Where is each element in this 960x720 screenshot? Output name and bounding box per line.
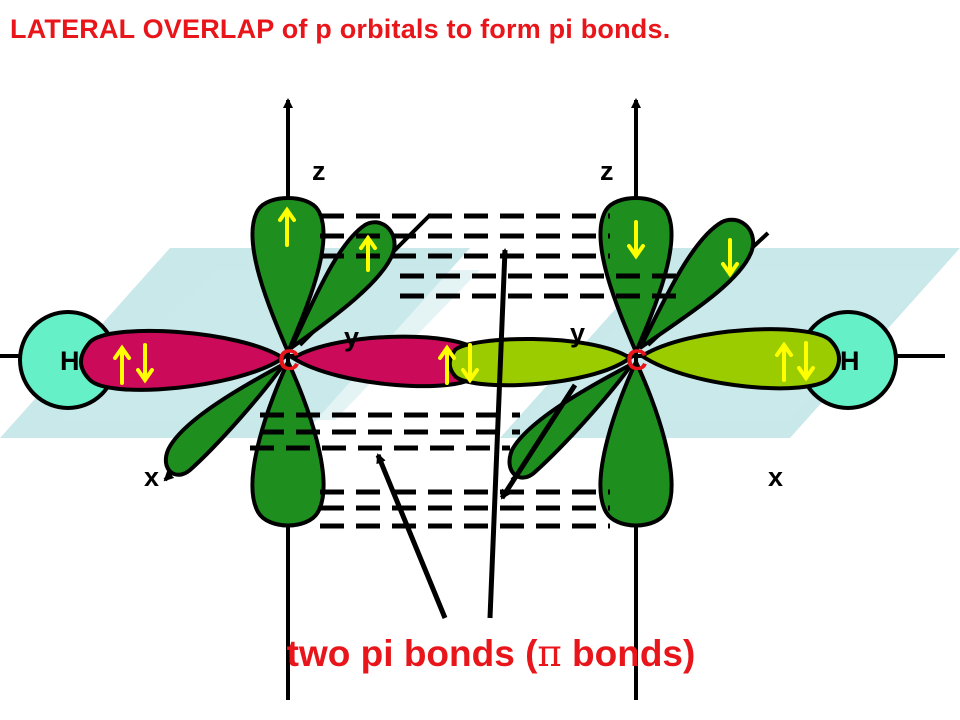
- pointer-to-lower-pi: [375, 453, 448, 619]
- sp-lobe-right-outer: [638, 327, 841, 391]
- spin-arrow-cc-down: [461, 343, 479, 384]
- spin-arrow-h-right-down: [797, 341, 815, 382]
- caption-text-end: bonds): [561, 633, 696, 674]
- caption-pointers: [375, 248, 578, 619]
- spin-arrow-left-py-up: [359, 234, 377, 272]
- h-label-left: H: [60, 346, 80, 376]
- pz-lobe-left-top: [250, 196, 326, 358]
- sp-orbitals: [79, 327, 841, 392]
- spin-arrow-h-left-up: [113, 344, 131, 385]
- h-label-right: H: [840, 346, 860, 376]
- sp-lobe-right-inner: [447, 337, 634, 388]
- spin-arrow-right-py-down: [721, 238, 739, 278]
- py-lobe-right-upper: [638, 217, 756, 350]
- x-label-left: x: [144, 462, 159, 492]
- spin-arrow-cc-up: [438, 344, 456, 385]
- c-label-right: C: [626, 344, 648, 377]
- sp-lobe-left-outer: [79, 328, 287, 392]
- z-label-right: z: [600, 156, 614, 186]
- spin-arrow-right-pz-down: [627, 220, 645, 260]
- caption: two pi bonds (π bonds): [0, 632, 960, 675]
- x-label-right: x: [768, 462, 783, 492]
- pz-lobe-right-bottom: [598, 357, 674, 528]
- spin-arrow-h-left-down: [136, 343, 154, 384]
- px-lobe-left-lower: [164, 362, 286, 477]
- spin-arrows: [113, 206, 815, 385]
- y-label-right: y: [570, 318, 585, 348]
- diagram-title: LATERAL OVERLAP of p orbitals to form pi…: [10, 14, 671, 44]
- c-label-left: C: [278, 344, 300, 377]
- z-label-left: z: [312, 156, 326, 186]
- caption-text: two pi bonds (: [286, 633, 538, 674]
- spin-arrow-h-right-up: [775, 341, 793, 382]
- pointer-to-bottom-pi: [499, 383, 578, 500]
- pointer-to-upper-pi: [487, 248, 510, 619]
- p-orbitals-left: [164, 196, 397, 528]
- pi-symbol: π: [537, 632, 562, 675]
- y-label-left: y: [344, 322, 359, 352]
- spin-arrow-left-pz-up: [278, 206, 296, 247]
